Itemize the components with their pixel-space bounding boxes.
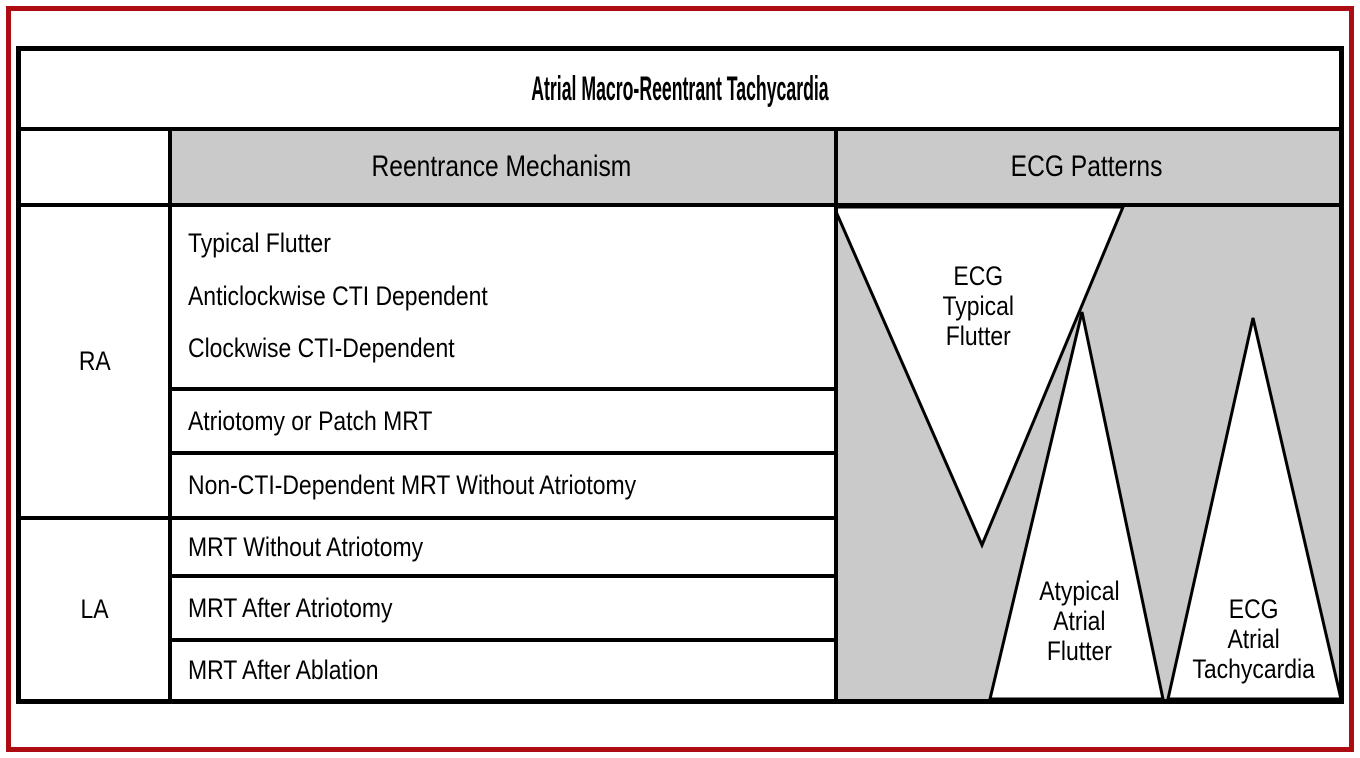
row-divider [168, 387, 834, 391]
header-divider-line [16, 203, 1344, 207]
label-line: Typical [943, 291, 1014, 321]
table-row-ra-non-cti: Non-CTI-Dependent MRT Without Atriotomy [172, 455, 834, 516]
triangle-atypical-atrial-flutter [988, 311, 1165, 699]
label-line: Atypical [1039, 576, 1119, 606]
row-divider [168, 574, 834, 578]
table-row-ra-flutter-cti: Typical Flutter Anticlockwise CTI Depend… [172, 207, 834, 385]
triangle-ecg-atrial-tachycardia [1166, 317, 1339, 699]
table-title-cell: Atrial Macro-Reentrant Tachycardia [16, 52, 1344, 127]
table-row-la-mrt-after-ablation: MRT After Ablation [172, 642, 834, 699]
label-line: Atrial [1053, 606, 1105, 636]
cell-line: MRT After Ablation [188, 655, 379, 685]
group-label-la: LA [80, 594, 109, 624]
cell-line: Clockwise CTI-Dependent [188, 332, 455, 363]
table-row-ra-atriotomy-patch: Atriotomy or Patch MRT [172, 391, 834, 451]
group-label-cell-ra: RA [21, 207, 168, 516]
table-title: Atrial Macro-Reentrant Tachycardia [531, 70, 829, 108]
table-row-la-mrt-after-atriotomy: MRT After Atriotomy [172, 578, 834, 638]
group-label-cell-la: LA [21, 520, 168, 699]
header-cell-ecg-patterns: ECG Patterns [834, 131, 1339, 203]
cell-line: Atriotomy or Patch MRT [188, 405, 433, 436]
label-ecg-atrial-tachycardia: ECG Atrial Tachycardia [1192, 594, 1314, 684]
cell-line: Typical Flutter [188, 228, 331, 259]
label-atypical-atrial-flutter: Atypical Atrial Flutter [1039, 576, 1119, 666]
label-line: Atrial [1228, 624, 1280, 654]
title-divider-line [16, 127, 1344, 131]
cell-line: Anticlockwise CTI Dependent [188, 280, 488, 311]
red-frame-border [6, 6, 1354, 752]
row-divider [168, 638, 834, 642]
cell-line: MRT Without Atriotomy [188, 531, 424, 562]
table-row-la-mrt-without-atriotomy: MRT Without Atriotomy [172, 520, 834, 574]
cell-line: Non-CTI-Dependent MRT Without Atriotomy [188, 470, 637, 500]
label-ecg-typical-flutter: ECG Typical Flutter [943, 261, 1014, 351]
row-divider [168, 451, 834, 455]
column-divider-ecg [834, 127, 838, 699]
header-label-ecg-patterns: ECG Patterns [1010, 150, 1163, 183]
group-divider-ra-la [16, 516, 834, 520]
label-line: ECG [1229, 594, 1279, 624]
label-line: Flutter [946, 321, 1011, 351]
column-divider-labels [168, 127, 172, 699]
cell-line: MRT After Atriotomy [188, 592, 393, 623]
group-label-ra: RA [78, 346, 111, 376]
header-cell-mechanism: Reentrance Mechanism [168, 131, 834, 203]
triangle-ecg-typical-flutter [838, 207, 1125, 549]
label-line: Tachycardia [1192, 654, 1314, 684]
label-line: Flutter [1047, 636, 1112, 666]
ecg-patterns-panel: ECG Typical Flutter Atypical Atrial Flut… [838, 207, 1339, 699]
label-line: ECG [953, 261, 1003, 291]
header-label-mechanism: Reentrance Mechanism [371, 150, 631, 183]
